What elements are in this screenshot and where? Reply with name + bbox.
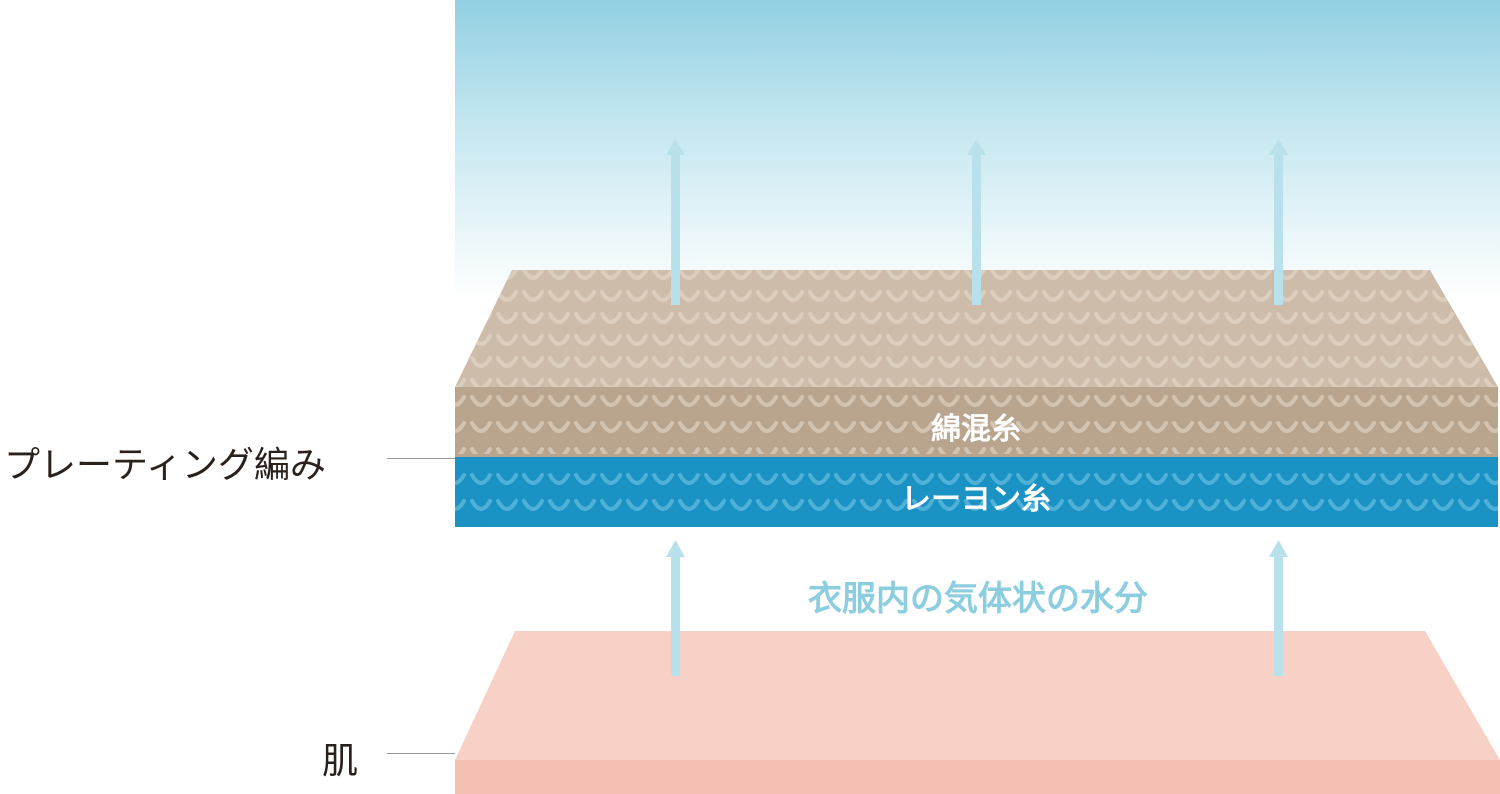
rayon-yarn-label: レーヨン糸 xyxy=(901,482,1051,517)
plating-leader-line xyxy=(387,458,455,459)
skin-layer-top xyxy=(455,631,1500,760)
up-arrow-icon xyxy=(666,139,685,305)
cotton-blend-label: 綿混糸 xyxy=(931,412,1021,447)
plating-knit-label: プレーティング編み xyxy=(4,445,326,486)
up-arrow-icon xyxy=(666,540,685,676)
up-arrow-icon xyxy=(967,139,986,305)
up-arrow-icon xyxy=(1269,540,1288,676)
moisture-vapor-label: 衣服内の気体状の水分 xyxy=(808,579,1148,619)
cotton-layer-top-pattern xyxy=(455,270,1498,387)
skin-leader-line xyxy=(387,753,455,754)
skin-label: 肌 xyxy=(322,741,359,782)
skin-layer-front xyxy=(455,760,1500,794)
cotton-layer-front-pattern xyxy=(455,392,1498,454)
rayon-layer-pattern xyxy=(455,461,1498,525)
up-arrow-icon xyxy=(1269,139,1288,305)
